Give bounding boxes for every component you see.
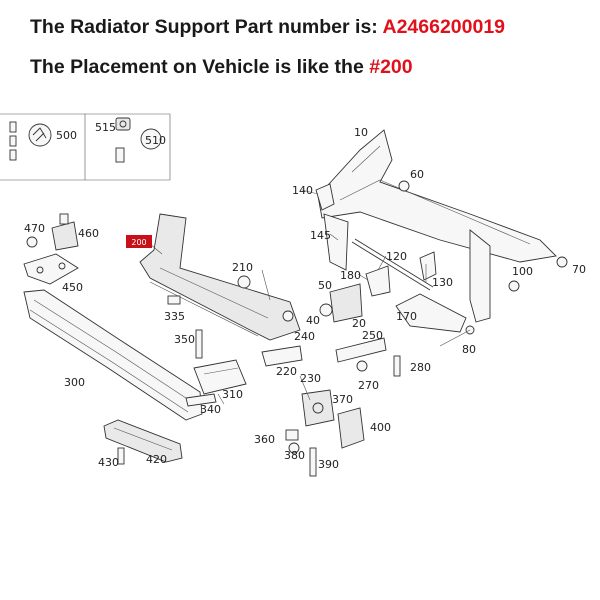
- callout-350: 350: [174, 333, 195, 346]
- callout-labels: 500 515 510 10 60 140 145 470 460 450 21…: [24, 121, 586, 471]
- placement-label: The Placement on Vehicle is like the: [30, 56, 370, 78]
- callout-140: 140: [292, 184, 313, 197]
- placement-value: #200: [369, 56, 413, 78]
- callout-250: 250: [362, 329, 383, 342]
- callout-60: 60: [410, 168, 424, 181]
- mount-460-part: [26, 213, 79, 251]
- bracket-450-part: [23, 253, 79, 285]
- highlight-badge-label: 200: [131, 238, 146, 247]
- callout-270: 270: [358, 379, 379, 392]
- callout-430: 430: [98, 456, 119, 469]
- callout-20: 20: [352, 317, 366, 330]
- callout-120: 120: [386, 250, 407, 263]
- callout-515: 515: [95, 121, 116, 134]
- callout-380: 380: [284, 449, 305, 462]
- callout-145: 145: [310, 229, 331, 242]
- callout-360: 360: [254, 433, 275, 446]
- nut-515-part: [115, 117, 162, 163]
- bracket-310-part: [193, 359, 247, 395]
- callout-130: 130: [432, 276, 453, 289]
- panel-170-part: [395, 293, 467, 333]
- callout-210: 210: [232, 261, 253, 274]
- callout-390: 390: [318, 458, 339, 471]
- callout-70: 70: [572, 263, 586, 276]
- latch-20-part: [319, 283, 363, 323]
- callout-340: 340: [200, 403, 221, 416]
- callout-230: 230: [300, 372, 321, 385]
- callout-10: 10: [354, 126, 368, 139]
- upper-carrier-10-part: [317, 129, 557, 323]
- callout-180: 180: [340, 269, 361, 282]
- callout-370: 370: [332, 393, 353, 406]
- bumper-beam-300-part: [23, 289, 203, 421]
- callout-400: 400: [370, 421, 391, 434]
- horn-400-part: [337, 407, 365, 449]
- callout-40: 40: [306, 314, 320, 327]
- callout-450: 450: [62, 281, 83, 294]
- fastener-bolts: [195, 180, 568, 477]
- callout-500: 500: [56, 129, 77, 142]
- callout-310: 310: [222, 388, 243, 401]
- radiator-support-200-part: [139, 213, 301, 341]
- part-number-heading: The Radiator Support Part number is: A24…: [30, 16, 505, 39]
- callout-220: 220: [276, 365, 297, 378]
- callout-300: 300: [64, 376, 85, 389]
- bracket-140-part: [315, 183, 349, 271]
- highlight-badge-200: 200: [126, 235, 152, 248]
- callout-80: 80: [462, 343, 476, 356]
- callout-335: 335: [164, 310, 185, 323]
- callout-170: 170: [396, 310, 417, 323]
- callout-420: 420: [146, 453, 167, 466]
- callout-510: 510: [145, 134, 166, 147]
- sensor-180-part: [365, 265, 391, 297]
- clip-500-part: [9, 121, 52, 161]
- detail-panels: [0, 113, 171, 181]
- callout-50: 50: [318, 279, 332, 292]
- bracket-130-part: [419, 251, 437, 281]
- rod-120-part: [351, 238, 434, 291]
- bracket-250-part: [335, 337, 387, 363]
- callout-460: 460: [78, 227, 99, 240]
- bracket-240-part: [261, 345, 303, 367]
- part-number-label: The Radiator Support Part number is:: [30, 16, 383, 38]
- callout-100: 100: [512, 265, 533, 278]
- placement-heading: The Placement on Vehicle is like the #20…: [30, 56, 413, 79]
- callout-280: 280: [410, 361, 431, 374]
- callout-240: 240: [294, 330, 315, 343]
- strip-340-part: [185, 393, 217, 407]
- callout-470: 470: [24, 222, 45, 235]
- absorber-420-part: [103, 419, 183, 465]
- part-number-value: A2466200019: [382, 16, 506, 38]
- hood-latch-370-part: [301, 389, 335, 427]
